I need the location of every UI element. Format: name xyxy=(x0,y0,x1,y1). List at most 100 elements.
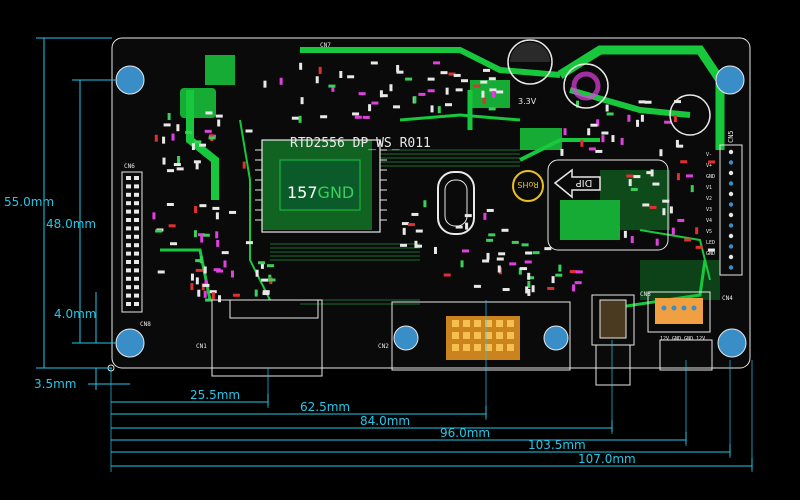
header-pin xyxy=(126,276,131,281)
smd-pad xyxy=(676,144,684,148)
side-pin-label: V- xyxy=(706,152,712,158)
smd-pad xyxy=(448,72,456,76)
smd-pad xyxy=(486,252,490,260)
smd-pad xyxy=(486,238,494,242)
side-pin-label: V4 xyxy=(706,218,712,224)
smd-pad xyxy=(191,143,195,151)
smd-pad xyxy=(389,84,393,92)
smd-pad xyxy=(606,112,614,116)
smd-pad xyxy=(462,249,470,253)
smd-pad xyxy=(488,233,496,237)
header-pin xyxy=(126,251,131,256)
smd-pad xyxy=(405,77,413,81)
smd-pad xyxy=(496,257,504,261)
smd-pad xyxy=(497,265,501,273)
smd-pad xyxy=(675,139,679,147)
cn7-label: CN7 xyxy=(320,42,331,49)
smd-pad xyxy=(638,100,646,104)
smd-pad xyxy=(195,277,199,285)
cn2-pin xyxy=(463,332,470,339)
smd-pad xyxy=(347,75,355,79)
dim-label: 62.5mm xyxy=(300,400,350,414)
header-pin xyxy=(134,293,139,298)
header-pin xyxy=(126,268,131,273)
smd-pad xyxy=(279,77,283,85)
smd-pad xyxy=(544,247,552,251)
smd-pad xyxy=(636,119,640,127)
header-pin xyxy=(126,209,131,214)
rohs-label: RoHS xyxy=(517,180,538,189)
header-pin xyxy=(134,268,139,273)
smd-pad xyxy=(437,106,441,114)
smd-pad xyxy=(262,290,270,294)
chip-marking: RTD2556 DP_WS_R011 xyxy=(290,136,431,151)
capacitor-right xyxy=(669,94,711,136)
power-pins-label: 12V GND GND 12V xyxy=(660,336,705,342)
cn2-pin xyxy=(507,320,514,327)
smd-pad xyxy=(531,285,535,293)
smd-pad xyxy=(669,206,673,214)
connector-pin xyxy=(728,212,734,218)
smd-pad xyxy=(155,229,163,233)
smd-pad xyxy=(162,136,166,144)
smd-pad xyxy=(268,278,276,282)
header-pin xyxy=(134,302,139,306)
smd-pad xyxy=(212,206,220,210)
connector-pin xyxy=(728,233,734,239)
smd-pad xyxy=(202,283,210,287)
right-connector xyxy=(719,144,743,276)
smd-pad xyxy=(509,262,517,266)
side-pin-label: V5 xyxy=(706,229,712,235)
smd-pad xyxy=(501,228,509,232)
smd-pad xyxy=(587,128,591,136)
crystal xyxy=(437,171,475,235)
smd-pad xyxy=(396,70,404,74)
cn2-connector xyxy=(391,301,571,371)
smd-pad xyxy=(532,251,540,255)
smd-pad xyxy=(199,143,207,147)
smd-pad xyxy=(455,88,463,92)
cn2-pin xyxy=(485,332,492,339)
smd-pad xyxy=(662,199,670,203)
smd-pad xyxy=(453,73,461,77)
smd-pad xyxy=(200,235,204,243)
smd-pad xyxy=(628,179,632,187)
cn2-pin xyxy=(463,320,470,327)
cn3-label: CN3 xyxy=(640,291,651,298)
smd-pad xyxy=(168,224,176,228)
smd-pad xyxy=(572,284,576,292)
cn4-label: CN4 xyxy=(722,295,733,302)
smd-pad xyxy=(518,267,522,275)
smd-pad xyxy=(521,243,529,247)
dim-label: 96.0mm xyxy=(440,426,490,440)
smd-pad xyxy=(393,105,401,109)
smd-pad xyxy=(480,80,488,84)
smd-pad xyxy=(695,245,703,249)
smd-pad xyxy=(205,111,213,115)
smd-pad xyxy=(163,123,171,127)
dim-label-v: 48.0mm xyxy=(46,217,96,231)
smd-pad xyxy=(199,256,203,264)
smd-pad xyxy=(488,77,496,81)
smd-pad xyxy=(527,272,531,280)
smd-pad xyxy=(574,281,582,285)
smd-pad xyxy=(194,140,202,144)
smd-pad xyxy=(245,129,253,133)
smd-pad xyxy=(255,269,259,277)
smd-pad xyxy=(157,270,165,274)
smd-pad xyxy=(440,71,448,75)
smd-pad xyxy=(176,167,184,171)
smd-pad xyxy=(626,174,634,178)
smd-pad xyxy=(489,88,497,92)
smd-pad xyxy=(223,260,227,268)
smd-pad xyxy=(331,84,335,92)
smd-pad xyxy=(245,241,253,245)
cn2-pin xyxy=(452,332,459,339)
smd-pad xyxy=(576,100,580,108)
smd-pad xyxy=(601,135,605,143)
dim-label-v: 3.5mm xyxy=(34,377,76,391)
smd-pad xyxy=(695,227,699,235)
smd-pad xyxy=(511,240,519,244)
smd-pad xyxy=(328,84,336,88)
